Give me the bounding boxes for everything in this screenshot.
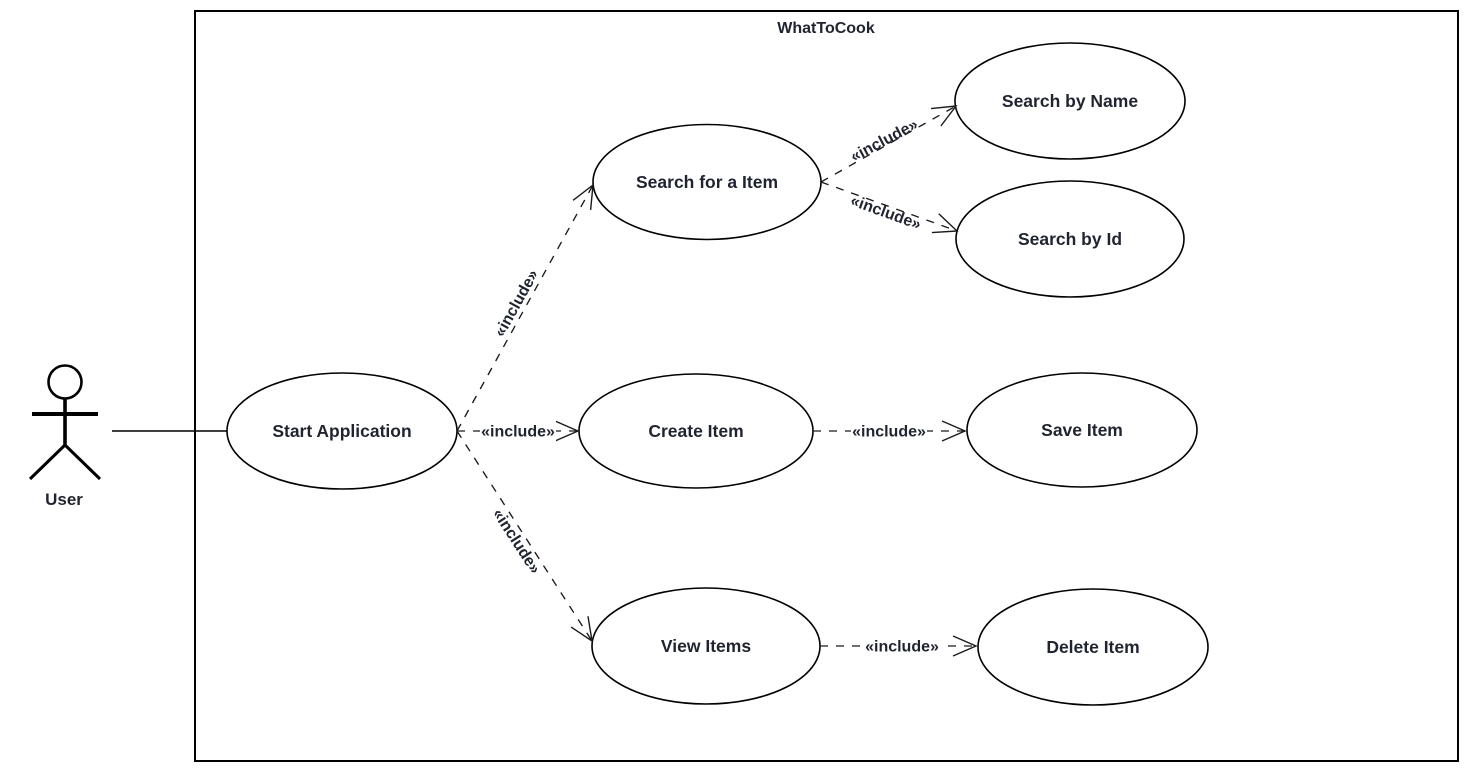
include-label-view-to-delete: «include» xyxy=(865,639,939,656)
usecase-search-by-id: Search by Id xyxy=(955,180,1185,298)
system-boundary-box xyxy=(194,10,1459,762)
include-label-search-to-by-name: «include» xyxy=(848,116,921,166)
label-background xyxy=(480,420,556,442)
actor-left-leg xyxy=(28,443,67,481)
usecase-save-item: Save Item xyxy=(966,372,1198,488)
include-label-create-to-save: «include» xyxy=(852,424,926,441)
usecase-start-application: Start Application xyxy=(226,372,458,490)
usecase-ellipse xyxy=(955,180,1185,298)
usecase-search-for-a-item: Search for a Item xyxy=(592,123,822,241)
include-edge-start-to-view-items xyxy=(456,430,593,643)
usecase-label: Save Item xyxy=(1041,420,1123,440)
usecase-search-by-name: Search by Name xyxy=(954,42,1186,160)
usecase-create-item: Create Item xyxy=(578,373,814,489)
usecase-ellipse xyxy=(966,372,1198,488)
usecase-label: Delete Item xyxy=(1046,637,1139,657)
include-edge-start-to-search-item xyxy=(456,183,594,432)
actor-right-leg xyxy=(63,443,102,481)
actor-label: User xyxy=(45,490,83,509)
usecase-delete-item: Delete Item xyxy=(977,588,1209,706)
usecase-ellipse xyxy=(977,588,1209,706)
include-label-start-to-view-items: «include» xyxy=(489,506,544,577)
include-label-start-to-create-item: «include» xyxy=(481,424,555,441)
actor-stick-figure-icon xyxy=(28,364,102,481)
usecase-ellipse xyxy=(954,42,1186,160)
actor-head xyxy=(47,364,83,400)
system-title: WhatToCook xyxy=(777,20,875,37)
usecase-label: Create Item xyxy=(648,421,743,441)
include-label-start-to-search-item: «include» xyxy=(492,267,543,340)
include-edge-search-to-by-name xyxy=(820,105,958,183)
usecase-view-items: View Items xyxy=(591,587,821,705)
usecase-label: Search by Id xyxy=(1018,229,1122,249)
usecase-label: Search by Name xyxy=(1002,91,1138,111)
include-label-search-to-by-id: «include» xyxy=(848,192,923,233)
label-background xyxy=(851,420,927,442)
label-background xyxy=(864,635,940,657)
usecase-label: Start Application xyxy=(272,421,411,441)
actor-user: User xyxy=(28,364,102,509)
usecase-label: View Items xyxy=(661,636,751,656)
usecase-label: Search for a Item xyxy=(636,172,778,192)
